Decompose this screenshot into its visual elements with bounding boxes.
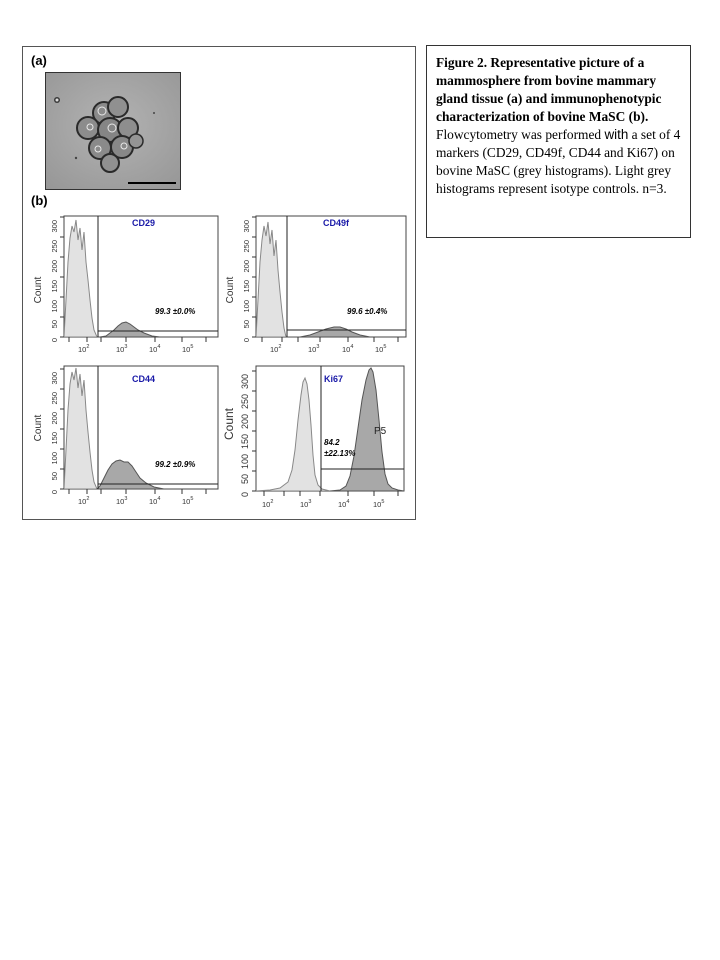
ytick: 250 (50, 392, 59, 405)
positive-percentage-value: 84.2 (324, 438, 340, 447)
ytick: 50 (242, 320, 251, 328)
gate-label: P5 (374, 426, 387, 437)
histogram-cd44: 0 50 100 150 200 250 300 Count 102 103 1… (33, 365, 219, 506)
histogram-ki67: 0 50 100 150 200 250 300 Count 102 103 1… (222, 365, 405, 509)
ytick: 300 (50, 372, 59, 385)
ytick: 150 (50, 432, 59, 445)
isotype-control-curve (64, 367, 98, 489)
y-axis-label: Count (225, 276, 236, 303)
ytick: 0 (240, 492, 250, 497)
marker-label: CD44 (132, 374, 155, 384)
isotype-control-curve (256, 221, 287, 337)
ytick: 150 (50, 280, 59, 293)
svg-text:104: 104 (342, 344, 353, 354)
x-tick-labels: 102 103 104 105 (78, 496, 193, 506)
x-tick-labels: 102 103 104 105 (78, 344, 193, 354)
histogram-cd29: 0 50 100 150 200 250 300 Count 102 103 1… (33, 215, 219, 354)
svg-text:102: 102 (270, 344, 281, 354)
ytick: 150 (240, 434, 250, 449)
y-axis-label: Count (222, 407, 236, 440)
figure-caption: Figure 2. Representative picture of a ma… (426, 45, 691, 238)
ytick: 200 (242, 260, 251, 273)
mammosphere-micrograph (45, 72, 181, 190)
svg-text:105: 105 (373, 499, 384, 509)
marker-label: Ki67 (324, 374, 343, 384)
x-tick-labels: 102 103 104 105 (262, 499, 384, 509)
caption-text-2: a set of 4 markers (CD29, CD49f, CD44 an… (436, 127, 681, 196)
panel-b-label: (b) (31, 193, 48, 208)
y-axis-label: Count (33, 276, 44, 303)
ytick: 200 (50, 260, 59, 273)
positive-percentage: 99.3 ±0.0% (155, 307, 195, 316)
ytick: 100 (50, 300, 59, 313)
ytick: 250 (50, 240, 59, 253)
svg-text:105: 105 (375, 344, 386, 354)
ytick: 200 (240, 414, 250, 429)
panel-a-label: (a) (31, 53, 47, 68)
isotype-control-curve (256, 376, 331, 491)
ytick: 50 (240, 474, 250, 484)
marker-label: CD29 (132, 218, 155, 228)
ytick: 250 (242, 240, 251, 253)
ytick: 0 (50, 338, 59, 342)
svg-text:104: 104 (149, 344, 160, 354)
ytick: 250 (240, 394, 250, 409)
ytick: 300 (242, 220, 251, 233)
svg-text:103: 103 (116, 344, 127, 354)
x-tick-labels: 102 103 104 105 (270, 344, 386, 354)
ytick: 0 (242, 338, 251, 342)
svg-text:103: 103 (116, 496, 127, 506)
marker-label: CD49f (323, 218, 350, 228)
histogram-cd49f: 0 50 100 150 200 250 300 Count 102 103 1… (225, 215, 407, 354)
ytick: 100 (240, 454, 250, 469)
isotype-control-curve (64, 219, 98, 337)
ytick: 300 (50, 220, 59, 233)
positive-percentage: 99.2 ±0.9% (155, 460, 195, 469)
caption-text-with: with (604, 127, 629, 142)
ytick: 100 (242, 300, 251, 313)
ytick: 100 (50, 452, 59, 465)
sample-curve (286, 326, 371, 337)
ytick: 200 (50, 412, 59, 425)
ytick: 300 (240, 374, 250, 389)
svg-text:105: 105 (182, 344, 193, 354)
svg-text:104: 104 (149, 496, 160, 506)
caption-title: Figure 2. Representative picture of a ma… (436, 55, 662, 124)
sample-curve (329, 367, 404, 491)
positive-percentage-sd: ±22.13% (324, 449, 356, 458)
svg-text:103: 103 (300, 499, 311, 509)
svg-text:102: 102 (78, 496, 89, 506)
positive-percentage: 99.6 ±0.4% (347, 307, 387, 316)
y-axis-label: Count (33, 414, 44, 441)
svg-text:105: 105 (182, 496, 193, 506)
svg-text:102: 102 (262, 499, 273, 509)
svg-text:104: 104 (338, 499, 349, 509)
svg-text:102: 102 (78, 344, 89, 354)
sample-curve (97, 321, 161, 337)
ytick: 0 (50, 490, 59, 494)
ytick: 50 (50, 472, 59, 480)
svg-text:103: 103 (308, 344, 319, 354)
ytick: 150 (242, 280, 251, 293)
ytick: 50 (50, 320, 59, 328)
caption-text-1: Flowcytometry was performed (436, 127, 605, 142)
sample-curve (96, 459, 165, 489)
